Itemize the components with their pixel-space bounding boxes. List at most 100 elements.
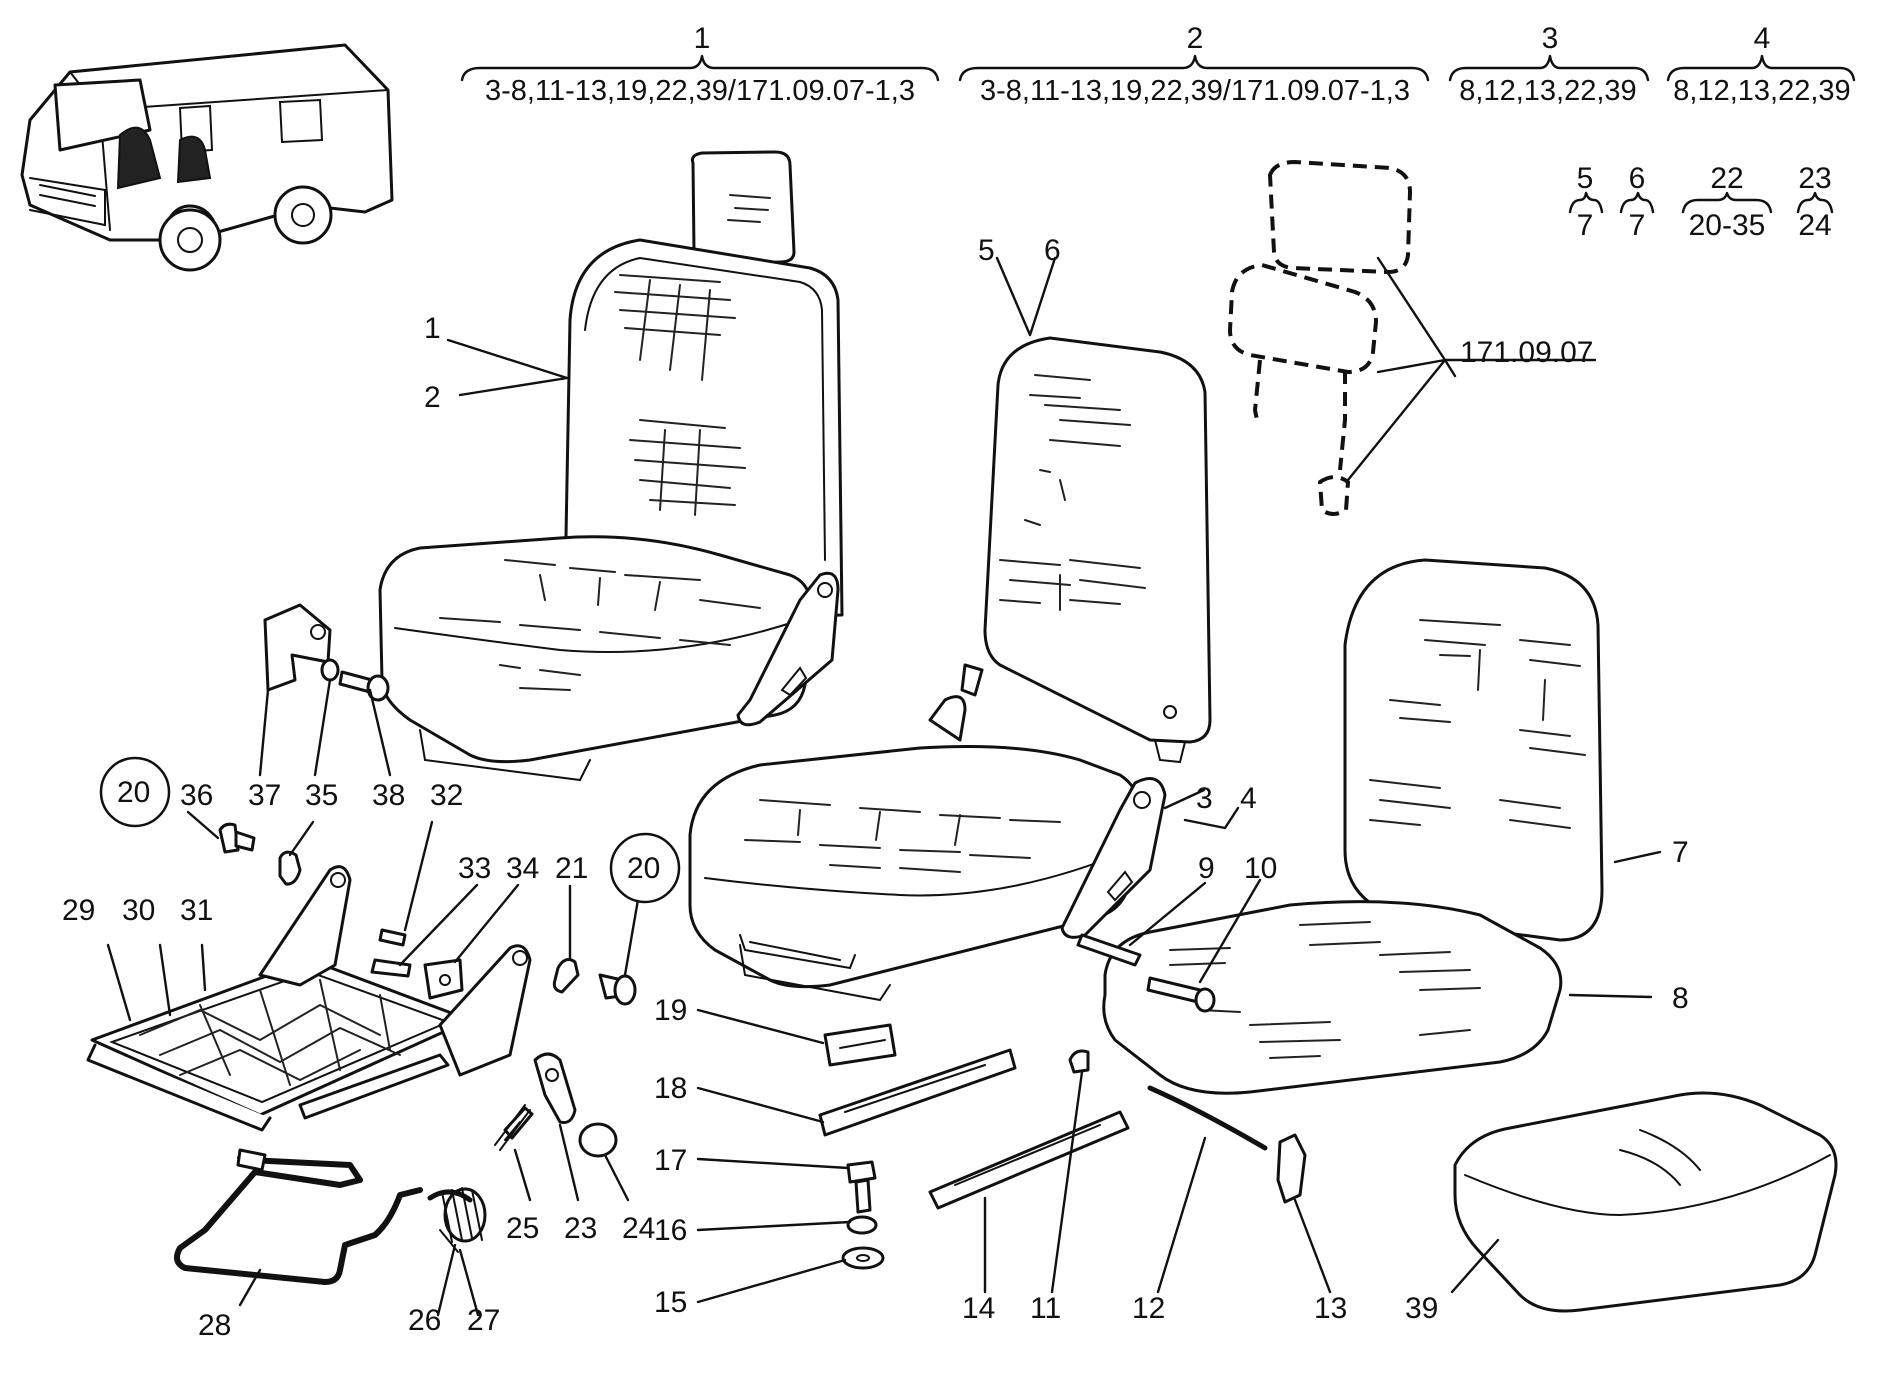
callout-20a-circle — [99, 756, 171, 828]
callout-11: 11 — [1030, 1292, 1061, 1325]
svg-text:7: 7 — [1577, 209, 1594, 242]
callout-3: 3 — [1196, 782, 1213, 815]
callout-16: 16 — [654, 1214, 687, 1247]
callout-39: 39 — [1405, 1292, 1438, 1325]
callout-20a: 20 — [117, 776, 150, 809]
callout-32: 32 — [430, 779, 463, 812]
clip-part-13 — [1276, 1133, 1307, 1204]
callout-21: 21 — [555, 852, 588, 885]
svg-text:22: 22 — [1710, 162, 1743, 195]
lever-part-23 — [533, 1052, 577, 1124]
svg-text:7: 7 — [1629, 209, 1646, 242]
callout-1: 1 — [424, 312, 441, 345]
svg-text:5: 5 — [1577, 162, 1594, 195]
callout-20b: 20 — [627, 852, 660, 885]
callout-35: 35 — [305, 779, 338, 812]
callout-31: 31 — [180, 894, 213, 927]
callout-5: 5 — [978, 234, 995, 267]
callout-38: 38 — [372, 779, 405, 812]
brace-group-5-7: 5 7 — [1568, 162, 1604, 242]
callout-37: 37 — [248, 779, 281, 812]
callout-30: 30 — [122, 894, 155, 927]
bracket-part-36 — [263, 603, 332, 692]
spring-part-25 — [494, 1104, 534, 1151]
brace-group-23: 23 24 — [1796, 162, 1834, 242]
bolt-part-17 — [846, 1160, 877, 1214]
callout-13: 13 — [1314, 1292, 1347, 1325]
washer-part-37 — [320, 658, 340, 682]
headrest-assembly-dashed — [1228, 160, 1412, 516]
header-group-2: 2 3-8,11-13,19,22,39/171.09.07-1,3 — [958, 22, 1430, 107]
callout-27: 27 — [467, 1304, 500, 1337]
svg-text:24: 24 — [1798, 209, 1831, 242]
seat-frame — [86, 865, 532, 1132]
seat-with-headrest — [378, 150, 844, 782]
callout-24: 24 — [622, 1212, 655, 1245]
header-group-1: 1 3-8,11-13,19,22,39/171.09.07-1,3 — [460, 22, 940, 107]
callout-12: 12 — [1132, 1292, 1165, 1325]
brace-group-6-7: 6 7 — [1619, 162, 1655, 242]
callout-9: 9 — [1198, 852, 1215, 885]
rail-part-18 — [818, 1048, 1017, 1137]
callout-numbers: 1 2 3 4 5 6 7 8 9 10 11 12 13 14 15 16 1… — [62, 234, 1689, 1342]
svg-text:6: 6 — [1629, 162, 1646, 195]
spring-part-21 — [552, 958, 580, 994]
callout-26: 26 — [408, 1304, 441, 1337]
callout-28: 28 — [198, 1309, 231, 1342]
slider-part-19 — [823, 1023, 897, 1067]
header-2-number: 2 — [1187, 22, 1204, 55]
header-3-number: 3 — [1542, 22, 1559, 55]
pin-part-20b — [598, 973, 637, 1006]
cap-part-24 — [578, 1122, 618, 1158]
callout-8: 8 — [1672, 982, 1689, 1015]
callout-25: 25 — [506, 1212, 539, 1245]
reference-label: 171.09.07 — [1460, 336, 1593, 369]
header-2-parts: 3-8,11-13,19,22,39/171.09.07-1,3 — [980, 75, 1410, 107]
leader-lines — [106, 256, 1662, 1317]
callout-18: 18 — [654, 1072, 687, 1105]
strap-part-12 — [1147, 1085, 1268, 1151]
header-group-4: 4 8,12,13,22,39 — [1666, 22, 1856, 107]
svg-text:23: 23 — [1798, 162, 1831, 195]
callout-29: 29 — [62, 894, 95, 927]
callout-10: 10 — [1244, 852, 1277, 885]
callout-33: 33 — [458, 852, 491, 885]
backrest-part-7 — [1343, 558, 1604, 942]
callout-6: 6 — [1044, 234, 1061, 267]
clip-part-35 — [278, 850, 302, 886]
callout-7: 7 — [1672, 836, 1689, 869]
cushion-part-8 — [1102, 900, 1563, 1095]
vehicle-thumbnail — [20, 43, 394, 272]
spring-part-26 — [427, 1187, 487, 1253]
callout-4: 4 — [1240, 782, 1257, 815]
callout-15: 15 — [654, 1286, 687, 1319]
svg-text:20-35: 20-35 — [1689, 209, 1766, 242]
callout-20b-circle — [609, 832, 681, 904]
rod-part-32 — [378, 928, 407, 947]
bolt-part-10 — [1146, 976, 1216, 1013]
header-1-number: 1 — [694, 22, 711, 55]
header-group-3: 3 8,12,13,22,39 — [1448, 22, 1650, 107]
callout-19: 19 — [654, 994, 687, 1027]
rod-part-9 — [1076, 933, 1142, 967]
plate-part-34 — [423, 958, 464, 1000]
cap-part-11 — [1068, 1049, 1090, 1074]
callout-36: 36 — [180, 779, 213, 812]
callout-2: 2 — [424, 381, 441, 414]
header-1-parts: 3-8,11-13,19,22,39/171.09.07-1,3 — [485, 75, 915, 107]
header-4-number: 4 — [1754, 22, 1771, 55]
callout-14: 14 — [962, 1292, 995, 1325]
washer-part-16 — [846, 1215, 878, 1235]
pin-part-20a — [218, 822, 256, 854]
header-4-parts: 8,12,13,22,39 — [1673, 75, 1850, 107]
header-3-parts: 8,12,13,22,39 — [1459, 75, 1636, 107]
callout-17: 17 — [654, 1144, 687, 1177]
washer-part-15 — [841, 1246, 885, 1270]
bolt-part-38 — [338, 670, 390, 702]
brace-group-22: 22 20-35 — [1681, 162, 1773, 242]
frame-rod-part-28 — [173, 1148, 423, 1285]
pin-part-33 — [370, 958, 412, 978]
seat-cover-part-39 — [1453, 1091, 1838, 1313]
callout-23: 23 — [564, 1212, 597, 1245]
